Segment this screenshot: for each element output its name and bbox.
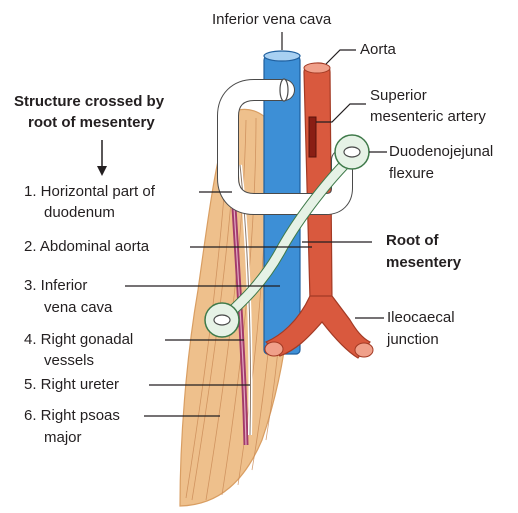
title-line-1: Structure crossed by: [14, 93, 165, 110]
label-ileocaecal-2: junction: [387, 331, 439, 348]
superior-mesenteric-artery: [308, 116, 317, 158]
label-right-psoas-2: major: [44, 429, 82, 446]
label-sma-1: Superior: [370, 87, 427, 104]
title-arrow-head: [97, 166, 107, 176]
label-djf-2: flexure: [389, 165, 435, 182]
label-ileocaecal-1: Ileocaecal: [387, 309, 455, 326]
label-inferior-vena-cava-1: 3. Inferior: [24, 277, 88, 294]
label-aorta: Aorta: [360, 41, 396, 58]
label-abdominal-aorta: 2. Abdominal aorta: [24, 238, 150, 255]
label-inferior-vena-cava-2: vena cava: [44, 299, 113, 316]
label-right-psoas-1: 6. Right psoas: [24, 407, 120, 424]
label-sma-2: mesenteric artery: [370, 108, 486, 125]
common-iliac-arteries: [264, 295, 371, 359]
title-line-2: root of mesentery: [28, 114, 155, 131]
label-root-of-mesentery-2: mesentery: [386, 254, 462, 271]
label-right-gonadal-2: vessels: [44, 352, 95, 369]
label-root-of-mesentery-1: Root of: [386, 232, 439, 249]
leader-lines: [125, 32, 387, 417]
label-right-gonadal-1: 4. Right gonadal: [24, 331, 134, 348]
label-horizontal-duodenum-2: duodenum: [44, 204, 115, 221]
label-horizontal-duodenum-1: 1. Horizontal part of: [24, 183, 155, 200]
label-inferior-vena-cava-top: Inferior vena cava: [212, 11, 332, 28]
label-right-ureter: 5. Right ureter: [24, 376, 120, 393]
label-djf-1: Duodenojejunal: [389, 143, 494, 160]
